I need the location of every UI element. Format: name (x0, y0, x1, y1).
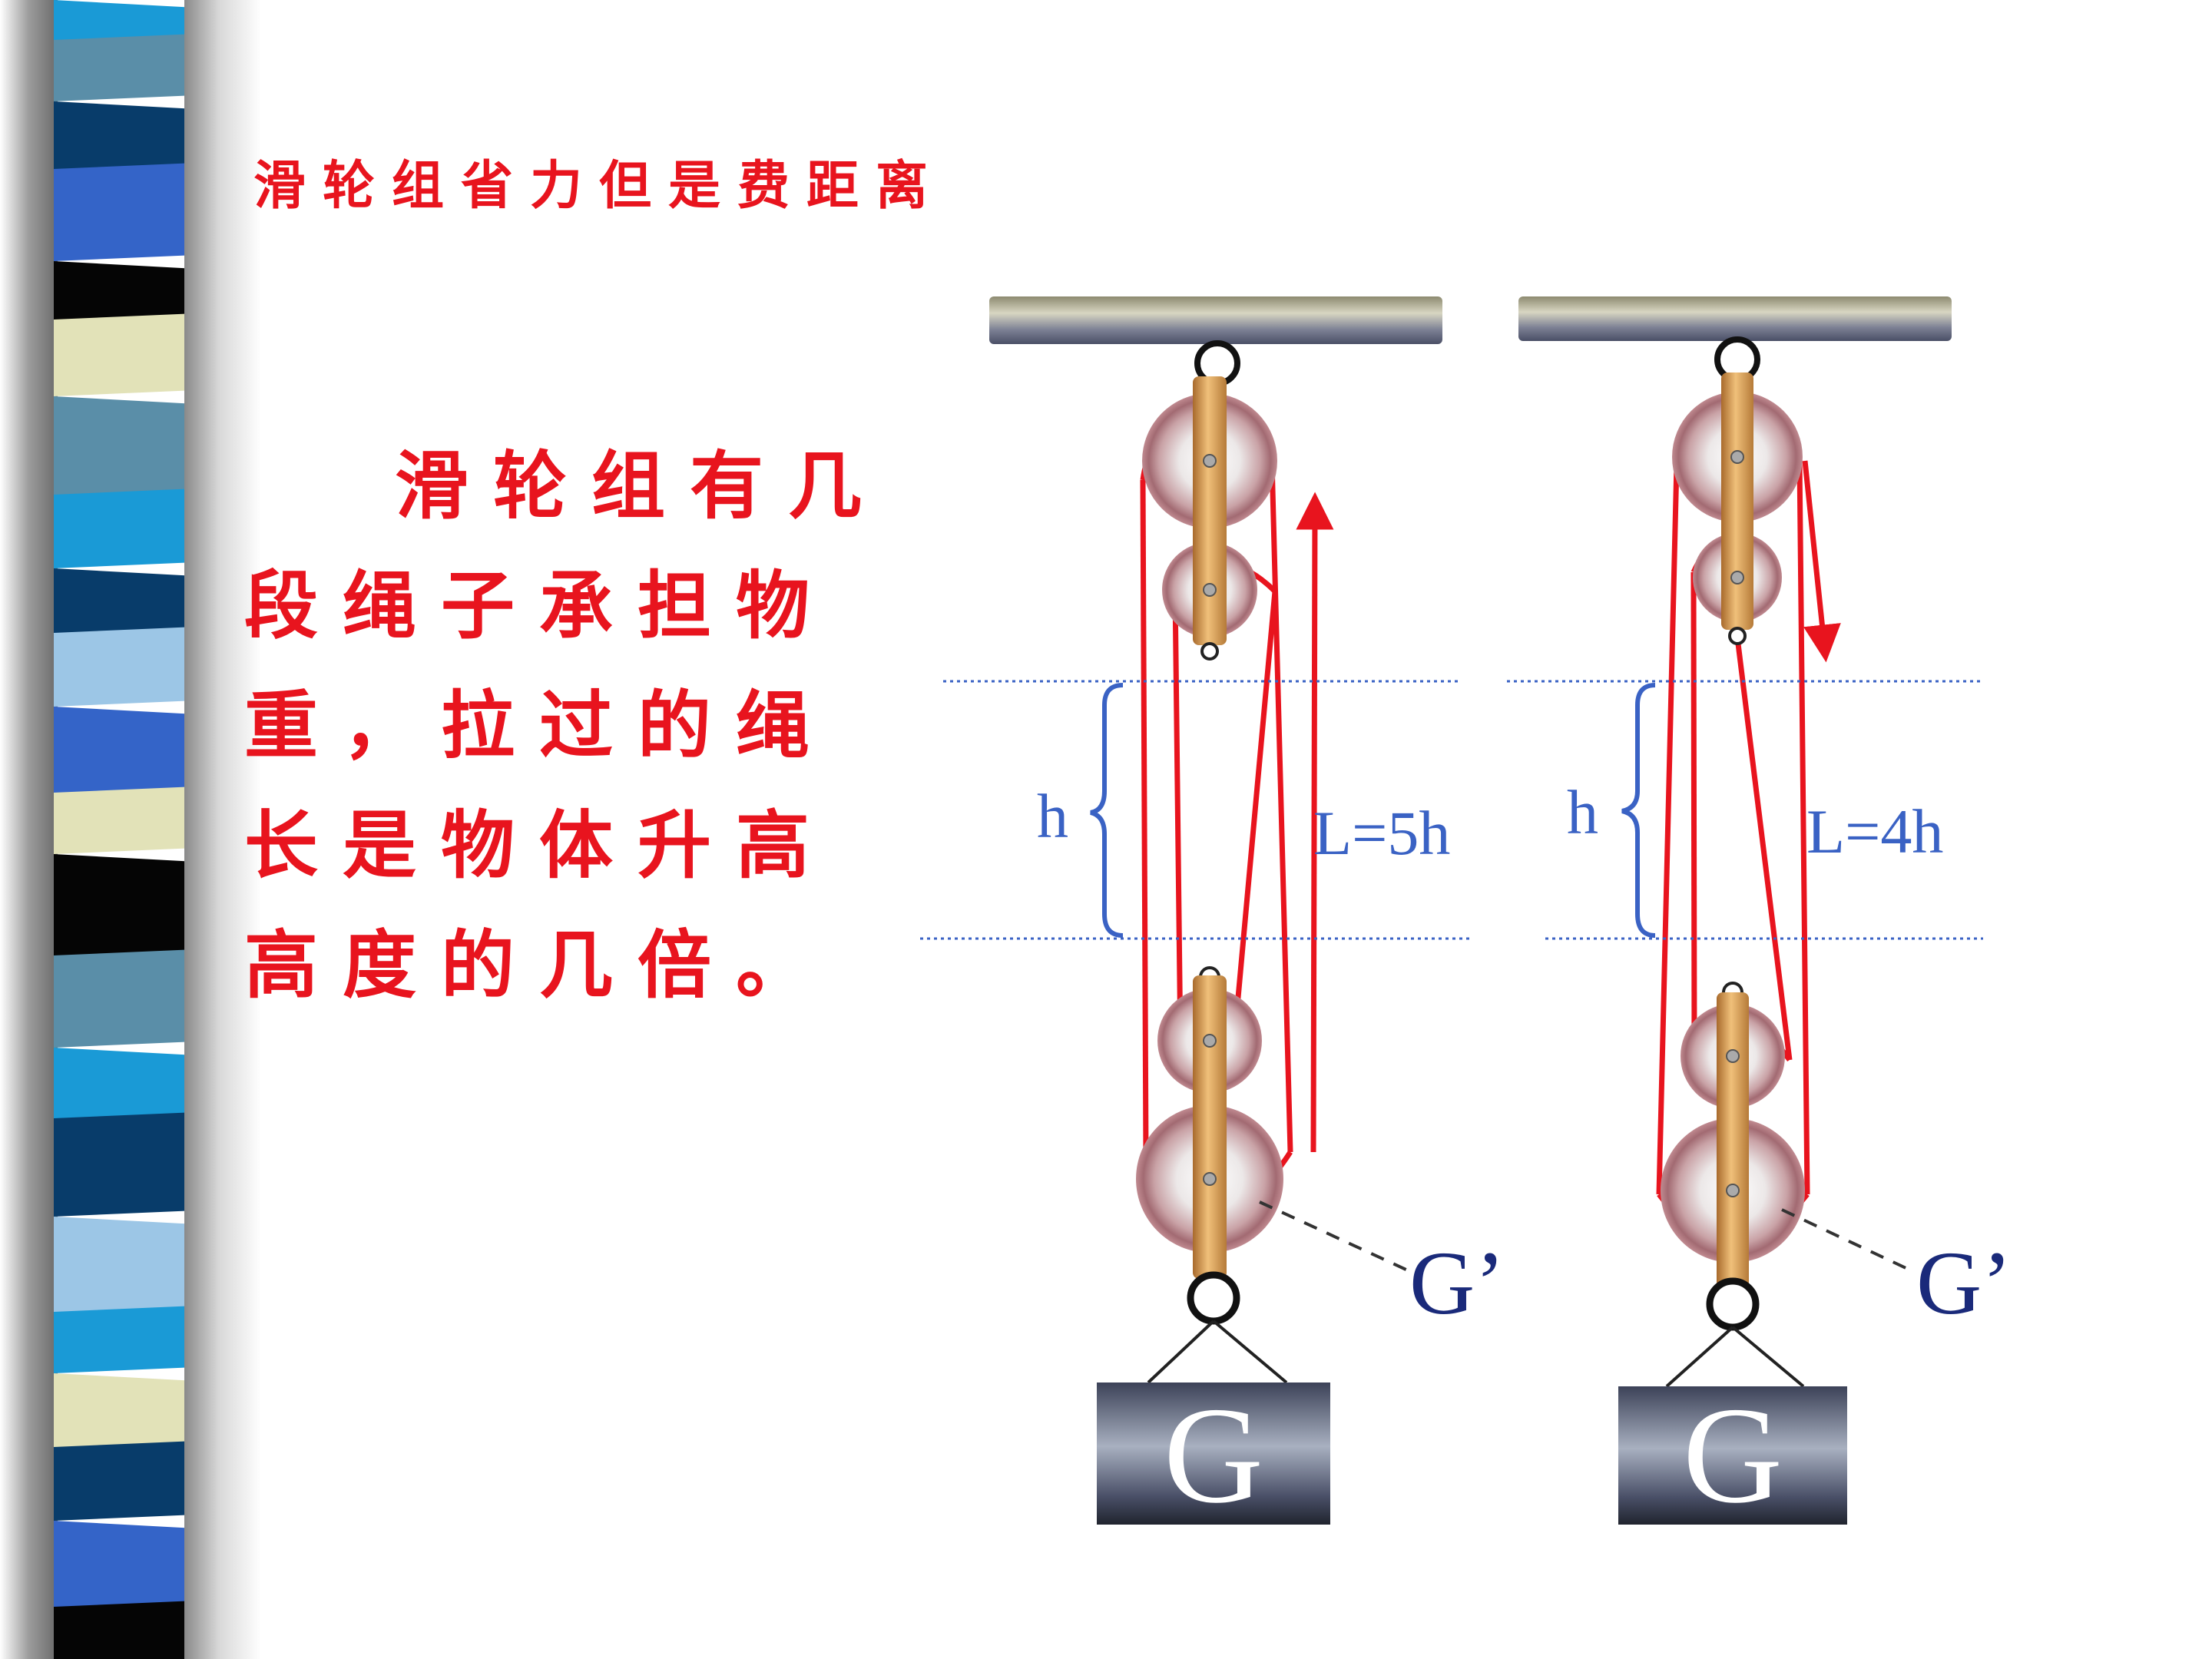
height-marker-right (1507, 680, 1983, 940)
slide-title: 滑轮组省力但是费距离 (253, 155, 945, 217)
decor-stripe (54, 101, 196, 177)
decor-stripe (54, 163, 196, 261)
decor-stripe (54, 949, 196, 1048)
hook-bottom-right (1706, 1277, 1760, 1331)
decor-stripe (54, 488, 196, 568)
pulley-system-right: G’ G h L=4h (1507, 296, 2012, 1532)
decor-stripe (54, 1373, 196, 1455)
pulley-weight-label-right: G’ (1916, 1233, 2012, 1333)
fixed-pulley-right (1672, 373, 1803, 645)
height-label-left: h (1037, 781, 1068, 851)
decor-stripe (54, 786, 196, 854)
slide-body-text: 滑轮组有几段绳子承担物重，拉过的绳长是物体升高高度的几倍。 (244, 442, 886, 1008)
decor-stripe (54, 854, 196, 963)
weight-block-icon: G (1618, 1379, 1847, 1532)
ceiling-beam-right (1518, 296, 1952, 341)
movable-pulley-left (1136, 966, 1283, 1279)
fixed-pulley-left (1142, 376, 1277, 661)
length-label-left: L=5h (1313, 798, 1450, 868)
decor-stripe (54, 34, 196, 101)
movable-pulley-right (1661, 982, 1805, 1288)
decor-stripe (54, 1441, 196, 1521)
decor-stripe (54, 1521, 196, 1614)
decor-stripe (54, 1306, 196, 1373)
decor-stripe (54, 627, 196, 707)
hook-bottom-left (1187, 1271, 1240, 1325)
length-label-right: L=4h (1806, 796, 1943, 866)
decor-stripe (54, 568, 196, 641)
decor-stripe (54, 396, 196, 502)
left-decor-strip (0, 0, 261, 1659)
decor-stripe (54, 707, 196, 800)
decor-stripe (54, 1112, 196, 1217)
load-label-right: G (1683, 1379, 1783, 1532)
pulley-system-left: G’ G h L=5h (920, 296, 1505, 1532)
height-label-right: h (1567, 777, 1598, 847)
decor-stripe (54, 1217, 196, 1320)
decor-stripe (54, 1601, 196, 1659)
height-marker-left (920, 680, 1473, 940)
pulley-weight-label-left: G’ (1409, 1233, 1505, 1333)
decor-stripe (54, 1048, 196, 1126)
decor-stripe (54, 261, 196, 327)
ceiling-beam-left (989, 296, 1442, 344)
decor-stripe (54, 313, 196, 396)
load-label-left: G (1164, 1379, 1263, 1532)
weight-block-icon: G (1097, 1379, 1330, 1532)
